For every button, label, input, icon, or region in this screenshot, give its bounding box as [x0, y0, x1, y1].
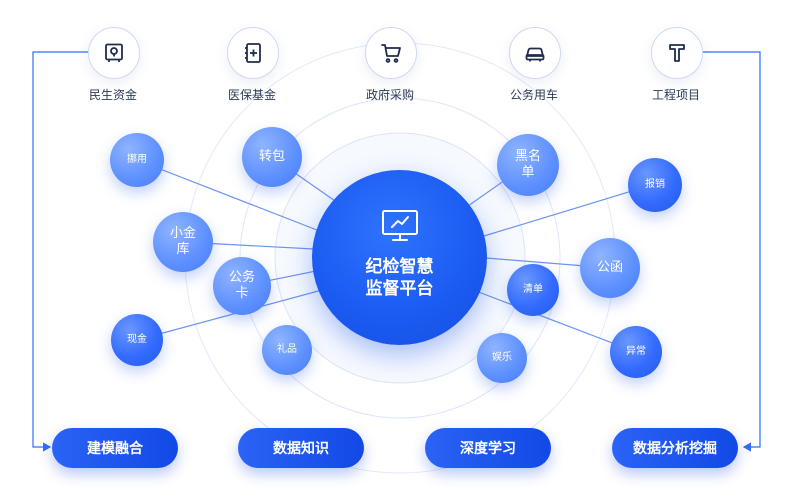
platform-title: 纪检智慧 监督平台	[365, 257, 434, 300]
monitor-chart-icon	[382, 210, 418, 241]
pill-deep-learning: 深度学习	[425, 428, 551, 468]
top-label-engineering-projects: 工程项目	[651, 88, 700, 102]
risk-node-gifts: 礼品	[262, 325, 312, 375]
risk-node-entertainment: 娱乐	[477, 333, 527, 383]
risk-node-checklist: 清单	[507, 264, 559, 316]
top-label-welfare-funds: 民生资金	[88, 88, 137, 102]
risk-node-official-card: 公务 卡	[213, 257, 271, 315]
medical-plus-icon	[227, 27, 279, 79]
top-label-medical-fund: 医保基金	[227, 88, 276, 102]
risk-node-label: 挪用	[127, 154, 147, 165]
pill-data-knowledge: 数据知识	[238, 428, 364, 468]
risk-node-reimbursement: 报销	[628, 158, 682, 212]
safe-icon	[88, 27, 140, 79]
risk-node-label: 礼品	[277, 344, 297, 355]
risk-node-blacklist: 黑名 单	[497, 134, 559, 196]
risk-node-label: 公务 卡	[228, 270, 255, 301]
hammer-icon	[651, 27, 703, 79]
risk-node-label: 小金 库	[169, 226, 196, 257]
car-icon	[509, 27, 561, 79]
top-label-government-procurement: 政府采购	[365, 88, 414, 102]
risk-node-misappropriation: 挪用	[110, 133, 164, 187]
risk-node-label: 异常	[626, 346, 646, 357]
pill-data-analysis-mining: 数据分析挖掘	[612, 428, 738, 468]
right-bracket-arrow	[700, 51, 761, 452]
risk-node-official-letter: 公函	[580, 238, 640, 298]
risk-node-label: 娱乐	[492, 352, 512, 363]
risk-node-label: 转包	[258, 149, 285, 165]
risk-node-subcontracting: 转包	[242, 127, 302, 187]
central-platform-node: 纪检智慧 监督平台	[312, 170, 487, 345]
connector-line	[136, 289, 323, 341]
risk-node-anomaly: 异常	[610, 326, 662, 378]
risk-node-label: 黑名 单	[514, 149, 541, 180]
risk-node-slush-fund: 小金 库	[153, 212, 213, 272]
connector-line	[475, 290, 637, 353]
risk-node-label: 清单	[523, 284, 543, 295]
connector-line	[136, 159, 323, 233]
left-bracket-arrow	[32, 51, 88, 452]
risk-node-label: 报销	[645, 179, 665, 190]
risk-node-cash: 现金	[111, 314, 163, 366]
risk-node-label: 现金	[127, 334, 147, 345]
connector-line	[483, 183, 656, 237]
cart-icon	[365, 27, 417, 79]
pill-modeling-fusion: 建模融合	[52, 428, 178, 468]
top-label-official-vehicles: 公务用车	[509, 88, 558, 102]
risk-node-label: 公函	[596, 260, 623, 276]
